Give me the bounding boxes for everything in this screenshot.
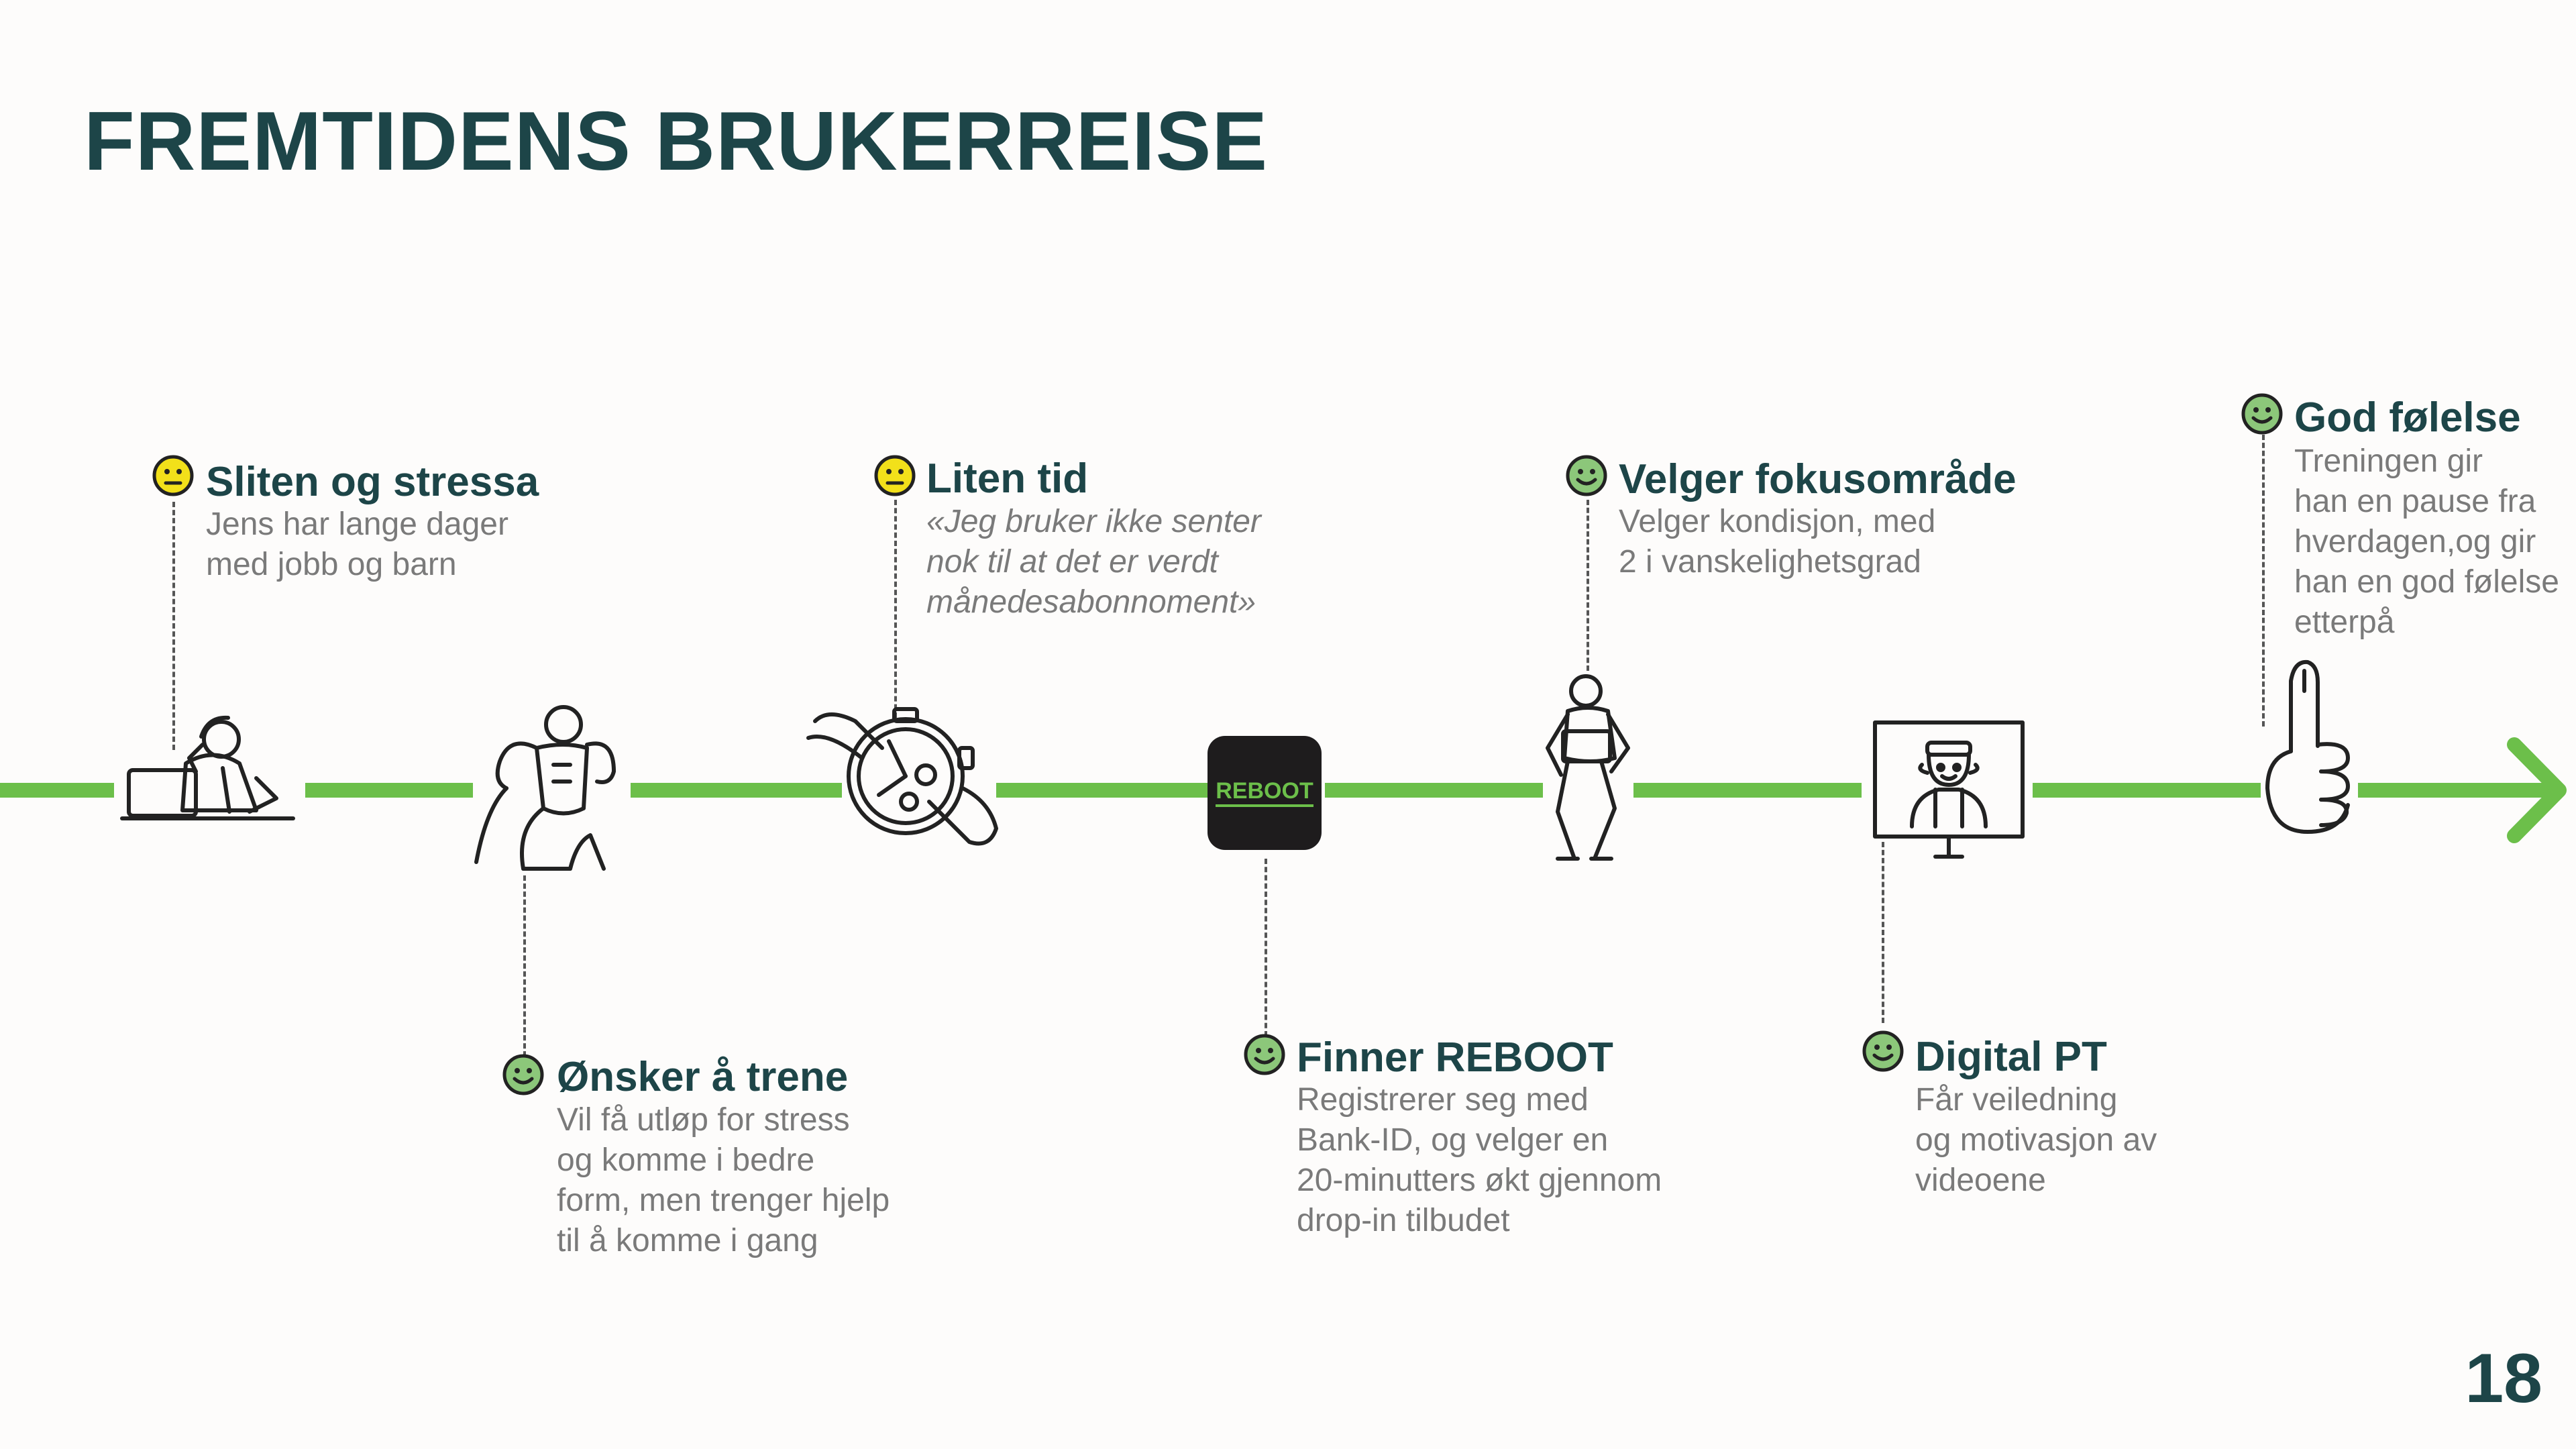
happy-face-icon <box>2241 393 2283 435</box>
reboot-app-icon: REBOOT <box>1208 736 1322 850</box>
thumbs-up-icon <box>2265 659 2350 834</box>
step-heading: God følelse <box>2294 394 2521 441</box>
connector-line <box>1882 842 1884 1023</box>
connector-line <box>2262 435 2265 727</box>
connector-line <box>1587 500 1589 671</box>
step-heading: Sliten og stressa <box>206 459 539 505</box>
timeline-arrowhead <box>2507 737 2567 843</box>
happy-face-icon <box>502 1054 544 1095</box>
page-number: 18 <box>2465 1340 2542 1417</box>
slide-title: FREMTIDENS BRUKERREISE <box>84 95 1269 188</box>
connector-line <box>172 502 175 750</box>
step-heading: Liten tid <box>926 455 1089 502</box>
connector-line <box>1265 859 1267 1036</box>
runner-icon <box>1546 674 1630 861</box>
step-heading: Ønsker å trene <box>557 1054 849 1100</box>
connector-line <box>894 500 897 718</box>
wristwatch-icon <box>806 707 998 846</box>
connector-line <box>523 875 526 1057</box>
stressed-man-laptop-icon <box>120 715 295 820</box>
neutral-face-icon <box>152 455 194 496</box>
step-heading: Velger fokusområde <box>1619 456 2017 502</box>
happy-face-icon <box>1244 1034 1285 1075</box>
step-heading: Finner REBOOT <box>1297 1034 1613 1081</box>
muscular-man-icon <box>474 705 616 871</box>
app-label: REBOOT <box>1216 778 1313 807</box>
video-trainer-monitor-icon <box>1873 720 2025 859</box>
happy-face-icon <box>1566 455 1607 496</box>
happy-face-icon <box>1862 1030 1904 1072</box>
neutral-face-icon <box>874 455 916 496</box>
step-heading: Digital PT <box>1915 1034 2107 1080</box>
